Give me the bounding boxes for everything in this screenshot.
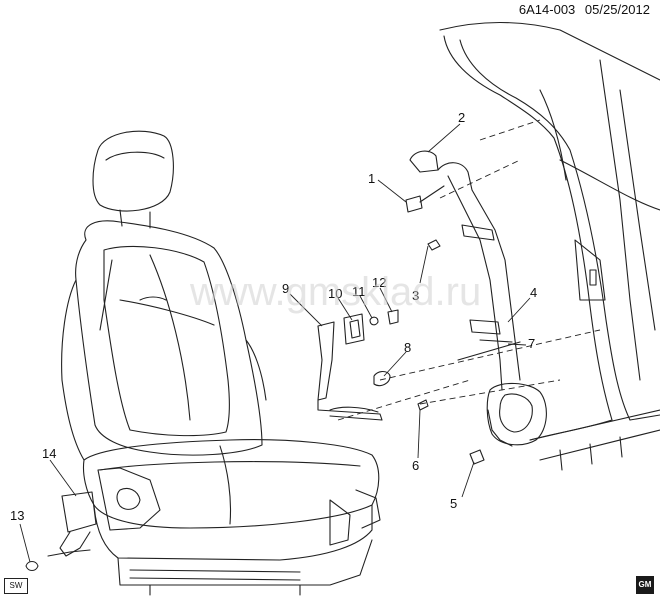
callout-8: 8 — [404, 340, 411, 355]
callout-5: 5 — [450, 496, 457, 511]
callout-6: 6 — [412, 458, 419, 473]
seat-illustration — [61, 130, 381, 596]
callout-10: 10 — [328, 286, 342, 301]
callout-1: 1 — [368, 171, 375, 186]
diagram-code: 6A14-003 — [518, 2, 576, 17]
buckle-stalk-illustration — [317, 309, 399, 421]
callout-9: 9 — [282, 281, 289, 296]
callout-2: 2 — [458, 110, 465, 125]
gm-logo: GM — [636, 576, 654, 594]
body-pillar-illustration — [439, 21, 660, 471]
callout-13: 13 — [10, 508, 24, 523]
callout-12: 12 — [372, 275, 386, 290]
callout-labels: 1 2 3 4 5 6 7 8 9 10 11 12 13 14 — [10, 110, 537, 523]
callout-11: 11 — [352, 284, 366, 299]
callout-4: 4 — [530, 285, 537, 300]
callout-3: 3 — [412, 288, 419, 303]
sw-badge: SW — [4, 578, 28, 594]
diagram-header: 6A14-003 05/25/2012 — [519, 2, 650, 17]
diagram-date: 05/25/2012 — [584, 2, 650, 17]
callout-7: 7 — [528, 336, 535, 351]
leader-lines — [19, 119, 601, 563]
watermark: www.gmsklad.ru — [189, 270, 481, 314]
lower-buckle-illustration — [25, 491, 97, 572]
retractor-belt-illustration — [373, 150, 547, 465]
callout-14: 14 — [42, 446, 56, 461]
